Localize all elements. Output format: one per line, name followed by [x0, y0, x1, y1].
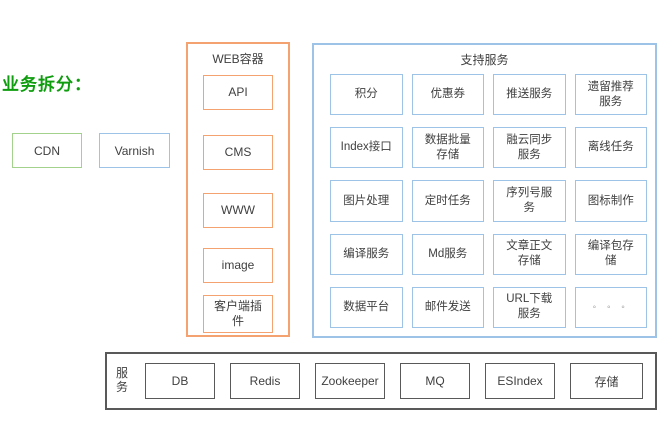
infra-item-esindex: ESIndex — [485, 363, 555, 399]
support-item-coupon: 优惠券 — [411, 74, 484, 116]
node-varnish-label: Varnish — [114, 143, 155, 158]
web-item-www: WWW — [203, 193, 273, 228]
web-item-image: image — [203, 248, 273, 283]
support-item-compile-package-store: 编译包存储 — [574, 233, 647, 275]
support-item-offline-tasks: 离线任务 — [574, 127, 647, 169]
support-item-data-platform: 数据平台 — [330, 286, 403, 328]
node-cdn: CDN — [12, 133, 82, 168]
web-item-cms: CMS — [203, 135, 273, 170]
web-item-client-plugin: 客户端插件 — [203, 295, 273, 333]
support-services-title: 支持服务 — [460, 53, 509, 67]
support-services-group: 支持服务 积分 优惠券 推送服务 遗留推荐服务 Index接口 数据批量存储 融… — [312, 43, 657, 338]
support-item-mail-sending: 邮件发送 — [411, 286, 484, 328]
support-item-index-api: Index接口 — [330, 127, 403, 169]
support-item-cron-tasks: 定时任务 — [411, 180, 484, 222]
support-services-grid: 积分 优惠券 推送服务 遗留推荐服务 Index接口 数据批量存储 融云同步服务… — [330, 74, 647, 328]
support-item-push-service: 推送服务 — [493, 74, 566, 116]
infra-item-db: DB — [145, 363, 215, 399]
web-container-title: WEB容器 — [212, 52, 264, 66]
support-item-md-service: Md服务 — [411, 233, 484, 275]
infra-services-label: 服务 — [116, 366, 129, 394]
support-item-url-download: URL下载服务 — [493, 286, 566, 328]
web-container-group: WEB容器 API CMS WWW image 客户端插件 — [186, 42, 290, 337]
infra-item-zookeeper: Zookeeper — [315, 363, 385, 399]
support-item-article-body-store: 文章正文存储 — [493, 233, 566, 275]
infra-item-redis: Redis — [230, 363, 300, 399]
web-item-api: API — [203, 75, 273, 110]
support-item-icon-making: 图标制作 — [574, 180, 647, 222]
node-cdn-label: CDN — [34, 143, 60, 158]
support-item-image-processing: 图片处理 — [330, 180, 403, 222]
support-item-serial-number: 序列号服务 — [493, 180, 566, 222]
support-item-rongcloud-sync: 融云同步服务 — [493, 127, 566, 169]
infra-services-group: 服务 DB Redis Zookeeper MQ ESIndex 存储 — [105, 352, 657, 410]
support-item-compile-service: 编译服务 — [330, 233, 403, 275]
support-item-points: 积分 — [330, 74, 403, 116]
node-varnish: Varnish — [99, 133, 170, 168]
page-title: 业务拆分： — [2, 75, 92, 94]
support-item-ellipsis: ◦ ◦ ◦ — [574, 286, 647, 328]
support-item-legacy-recommend: 遗留推荐服务 — [574, 74, 647, 116]
infra-item-storage: 存储 — [570, 363, 643, 399]
support-item-batch-data-store: 数据批量存储 — [411, 127, 484, 169]
infra-item-mq: MQ — [400, 363, 470, 399]
